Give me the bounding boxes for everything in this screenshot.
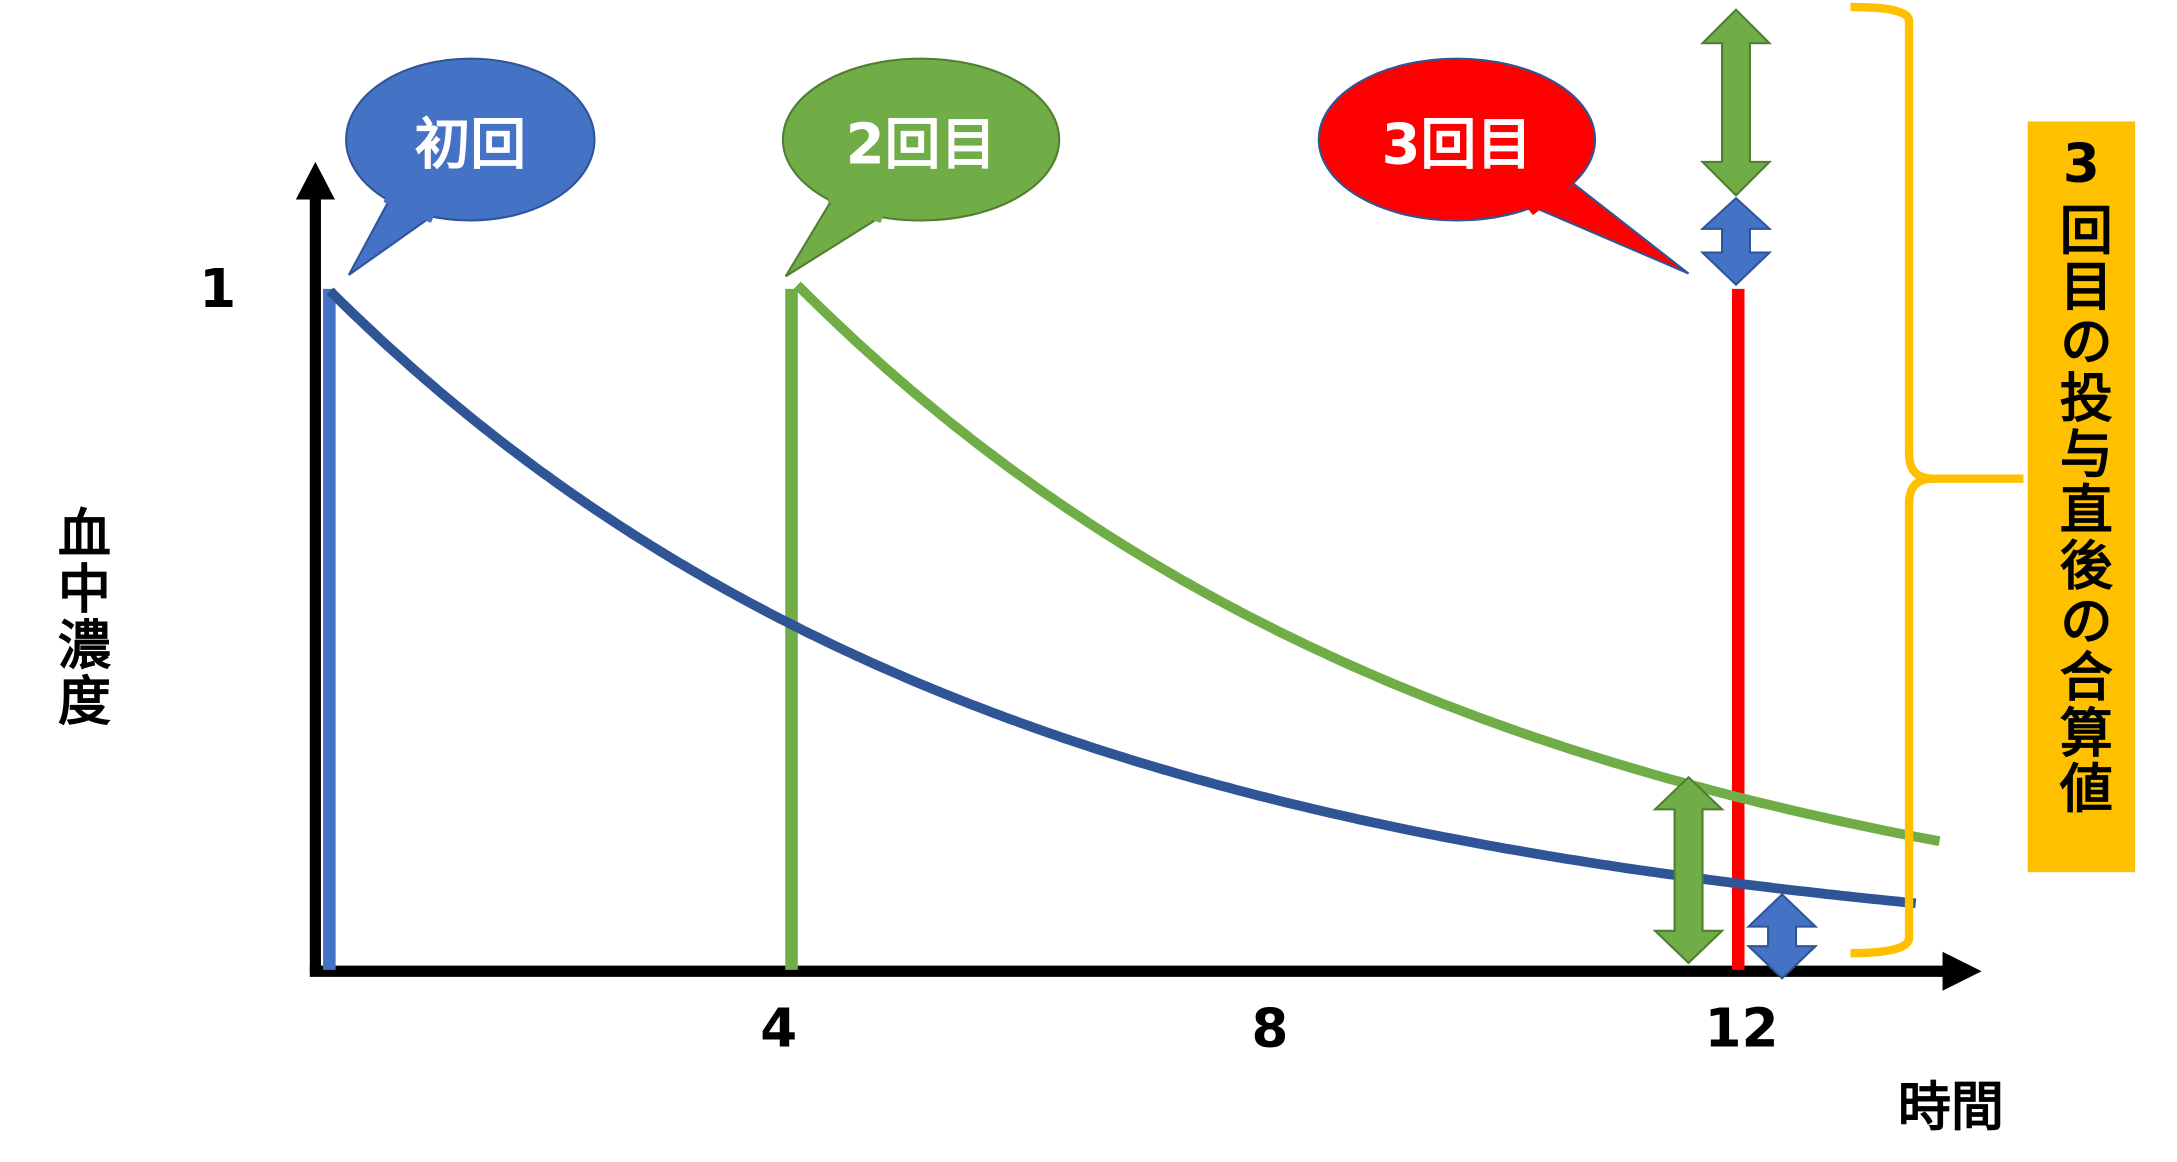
green-double-arrow-bottom: [1652, 775, 1725, 965]
blue-double-arrow-top: [1699, 196, 1773, 287]
x-axis-arrowhead: [1942, 951, 1982, 991]
bubble-third-dose: [1317, 57, 1690, 275]
x-axis-label: 時間: [1897, 1075, 2004, 1138]
bubble-label-first: 初回: [414, 113, 527, 178]
bubble-first-dose: [345, 57, 596, 276]
y-axis-label: 血中濃度: [48, 505, 111, 729]
sum-label-number: 3: [2062, 132, 2100, 194]
green-double-arrow-top: [1699, 8, 1773, 197]
concentration-curve: [326, 287, 1917, 909]
sum-brace: [1850, 2, 2024, 958]
y-tick-label: 1: [199, 258, 237, 320]
bubble-label-second: 2回目: [845, 113, 997, 178]
sum-label-box: 3 回目の投与直後の合算値: [2027, 121, 2136, 873]
y-axis-arrowhead: [295, 161, 335, 200]
x-tick-label: 8: [1251, 997, 1289, 1060]
x-tick-label: 12: [1704, 997, 1779, 1060]
sum-label-text: 回目の投与直後の合算値: [2050, 202, 2113, 817]
concentration-curve: [793, 281, 1941, 847]
bubble-second-dose: [781, 57, 1061, 278]
blue-double-arrow-bottom: [1745, 893, 1819, 980]
x-tick-label: 4: [760, 997, 798, 1060]
bubble-label-third: 3回目: [1381, 113, 1533, 178]
